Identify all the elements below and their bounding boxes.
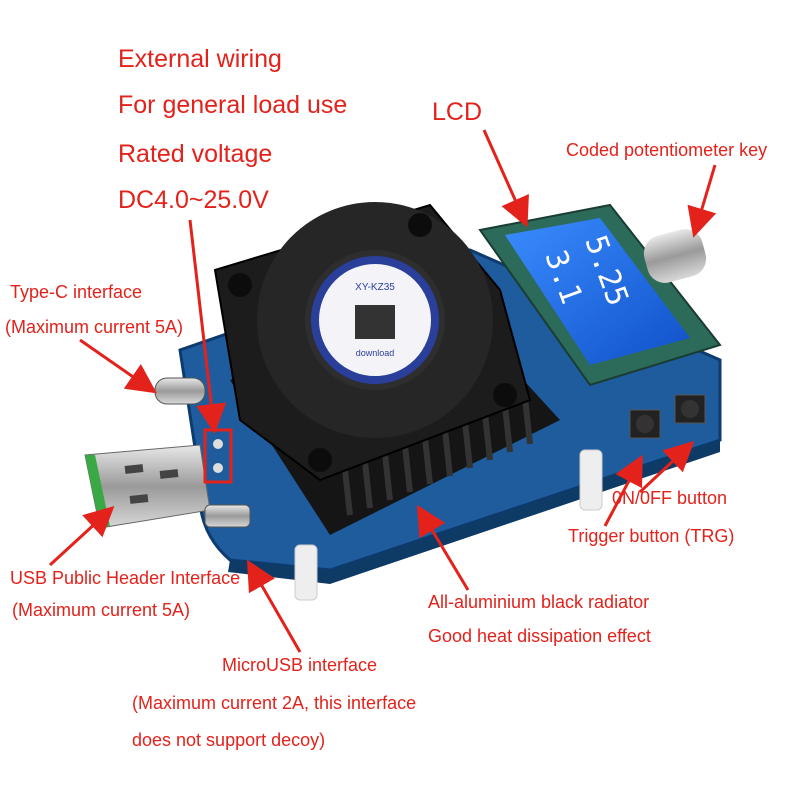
- label-external-wiring: External wiring: [118, 45, 282, 73]
- label-onoff-button: 0N/0FF button: [612, 488, 728, 508]
- label-general-load: For general load use: [118, 91, 348, 119]
- label-potentiometer: Coded potentiometer key: [566, 140, 768, 160]
- label-microusb-note-1: (Maximum current 2A, this interface: [132, 693, 417, 713]
- label-type-c: Type-C interface: [10, 282, 143, 302]
- label-usb-current: (Maximum current 5A): [12, 600, 191, 620]
- label-heat: Good heat dissipation effect: [428, 626, 651, 646]
- label-radiator: All-aluminium black radiator: [428, 592, 650, 612]
- label-microusb-note-2: does not support decoy): [132, 730, 326, 750]
- micro-usb-port: [204, 504, 251, 528]
- fan-sticker-text: download: [356, 348, 395, 358]
- fan-model-label: XY-KZ35: [355, 282, 395, 293]
- label-microusb: MicroUSB interface: [222, 655, 378, 675]
- potentiometer-knob: [643, 229, 707, 283]
- label-lcd: LCD: [432, 98, 483, 126]
- label-voltage-range: DC4.0~25.0V: [118, 186, 269, 214]
- label-usb-header: USB Public Header Interface: [10, 568, 241, 588]
- label-rated-voltage: Rated voltage: [118, 140, 273, 168]
- type-c-port: [154, 377, 206, 405]
- lcd-screen: [505, 218, 690, 365]
- label-trigger-button: Trigger button (TRG): [568, 526, 735, 546]
- label-type-c-current: (Maximum current 5A): [5, 317, 184, 337]
